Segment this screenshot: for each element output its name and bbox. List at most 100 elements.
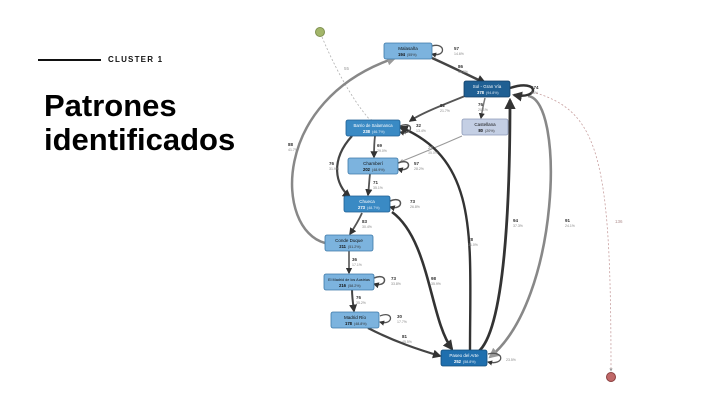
node-pct: (20%) — [485, 129, 495, 133]
edge-label-aus-mr-sub: 35.2% — [356, 301, 366, 305]
loop-sol — [509, 84, 535, 102]
loop-label-austrias: 73 — [391, 276, 397, 281]
edge-label-paseo-sal: 78 — [468, 237, 474, 242]
edge-label-sol-paseo-sub: 24.1% — [565, 224, 575, 228]
slide-title-line-1: Patrones — [44, 88, 177, 123]
node-value: 252 — [454, 359, 462, 364]
loop-label-chueca: 73 — [410, 199, 416, 204]
loop-chueca — [388, 198, 402, 212]
loop-chamberi — [396, 160, 410, 174]
node-madrid-rio[interactable]: Madrid Río 178 (48.8%) — [330, 311, 380, 329]
node-paseo-del-arte[interactable]: Paseo del Arte 252 (58.8%) — [440, 349, 488, 367]
edge-sol-salamanca — [408, 95, 466, 122]
edge-austrias-madridrio — [349, 288, 358, 313]
node-madrid-austrias[interactable]: El Madrid de los Austrias 216 (58.2%) — [323, 273, 375, 291]
edge-label-cas-cham: 28 — [428, 145, 434, 150]
loop-label-malasana-sub: 14.6% — [454, 52, 464, 56]
edge-label-cham-chu-sub: 35.1% — [373, 186, 383, 190]
divider-rule — [38, 59, 101, 61]
node-sol-gran-via[interactable]: Sol - Gran Vía 378 (94.8%) — [463, 80, 511, 98]
edge-chueca-condeduque — [349, 212, 363, 236]
node-label: Castellana — [474, 122, 496, 127]
node-pct: (48.8%) — [354, 322, 367, 326]
edge-label-sol-sal: 82 — [440, 103, 446, 108]
loop-label-chueca-sub: 26.8% — [410, 205, 420, 209]
node-value: 378 — [477, 90, 485, 95]
edge-salamanca-chamberi — [370, 135, 378, 159]
loop-label-chamberi: 57 — [414, 161, 420, 166]
edge-label-chu-cd: 83 — [362, 219, 368, 224]
node-pct: (51.2%) — [348, 245, 361, 249]
node-malasana[interactable]: Malasaña 194 (55%) — [383, 42, 433, 60]
node-pct: (55%) — [407, 53, 417, 57]
edge-salamanca-chueca — [336, 135, 353, 199]
edge-sol-end — [531, 91, 613, 372]
node-value: 273 — [358, 205, 366, 210]
edge-castellana-chamberi — [399, 135, 463, 163]
edge-label-sol-end: 136 — [615, 219, 623, 224]
edge-chueca-paseo — [391, 210, 454, 351]
loop-label-sol: 174 — [531, 85, 539, 90]
node-value: 216 — [339, 283, 347, 288]
edge-chamberi-chueca — [365, 173, 373, 197]
node-label: Paseo del Arte — [449, 353, 479, 358]
node-pct: (58.8%) — [463, 360, 476, 364]
edge-label-cd-aus: 36 — [352, 257, 358, 262]
edge-madridrio-paseo — [367, 327, 442, 359]
edge-label-sol-sal-sub: 21.7% — [440, 109, 450, 113]
node-castellana[interactable]: Castellana 80 (20%) — [461, 118, 509, 136]
loop-label-salamanca: 32 — [416, 123, 422, 128]
edge-label-sal-chu: 76 — [329, 161, 335, 166]
edge-label-mal-sol: 86 — [458, 64, 464, 69]
edge-sol-castellana — [478, 97, 486, 120]
node-barrio-salamanca[interactable]: Barrio de Salamanca 238 (46.7%) — [345, 119, 401, 137]
edge-label-sol-paseo: 91 — [565, 218, 571, 223]
node-pct: (94.8%) — [486, 91, 499, 95]
edge-label-sol-cas-sub: 20.1% — [478, 108, 488, 112]
edge-label-cd-mal-sub: 41.7% — [288, 148, 298, 152]
loop-austrias — [372, 275, 386, 289]
edge-label-sal-chu-sub: 31.9% — [329, 167, 339, 171]
node-label: Conde Duque — [335, 238, 363, 243]
end-node — [606, 372, 616, 382]
edge-label-paseo-sal-sub: 31.0% — [468, 243, 478, 247]
loop-label-group: 57 14.6% 174 46% 32 13.4% 57 28.2% 73 26… — [391, 46, 539, 324]
node-label: Barrio de Salamanca — [353, 123, 393, 128]
loop-label-austrias-sub: 33.8% — [391, 282, 401, 286]
edge-label-start-malasana: 55 — [344, 66, 350, 71]
edge-label-aus-mr: 76 — [356, 295, 362, 300]
node-label: Chueca — [359, 199, 375, 204]
edge-label-mr-paseo: 81 — [402, 334, 408, 339]
node-value: 211 — [339, 244, 346, 249]
edge-label-chu-paseo-sub: 35.9% — [431, 282, 441, 286]
node-chueca[interactable]: Chueca 273 (48.7%) — [343, 195, 391, 213]
loop-label-sol-sub: 46% — [531, 91, 538, 95]
edge-condeduque-malasana — [290, 55, 397, 245]
node-value: 178 — [345, 321, 353, 326]
edge-label-paseo-self-b: 23.5% — [506, 358, 516, 362]
edge-label-cham-chu: 71 — [373, 180, 379, 185]
edge-label-cas-cham-sub: 35.0% — [428, 151, 438, 155]
loop-paseo — [486, 352, 502, 366]
edge-paseo-salamanca — [398, 125, 472, 351]
node-label: Chamberí — [363, 161, 384, 166]
start-node — [315, 27, 325, 37]
node-conde-duque[interactable]: Conde Duque 211 (51.2%) — [324, 234, 374, 252]
loop-label-salamanca-sub: 13.4% — [416, 129, 426, 133]
edge-label-paseo-sol: 94 — [513, 218, 519, 223]
edge-label-cd-aus-sub: 17.1% — [352, 263, 362, 267]
edge-label-sal-cham-sub: 29.0% — [377, 149, 387, 153]
loop-salamanca — [398, 124, 412, 136]
loop-madridrio — [378, 314, 392, 326]
node-label: Madrid Río — [344, 315, 367, 320]
edge-sol-paseo — [488, 94, 552, 359]
node-label: Sol - Gran Vía — [473, 84, 502, 89]
node-pct: (46.7%) — [372, 130, 385, 134]
node-chamberi[interactable]: Chamberí 202 (48.9%) — [347, 157, 399, 175]
edge-start-malasana — [321, 36, 373, 123]
edge-label-mr-paseo-sub: 45.5% — [402, 340, 412, 344]
edge-label-sal-cham: 69 — [377, 143, 383, 148]
node-pct: (48.9%) — [372, 168, 385, 172]
node-label: Malasaña — [398, 46, 418, 51]
